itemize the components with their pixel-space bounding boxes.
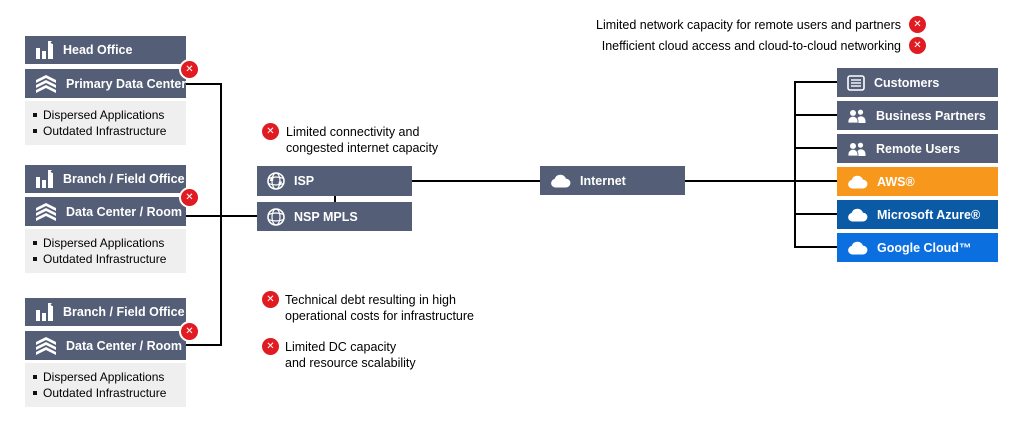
alert-x-icon: ✕	[179, 59, 200, 80]
office-building-icon	[36, 41, 53, 59]
square-bullet-icon	[33, 129, 37, 133]
connector-internet-to-aws	[685, 180, 837, 182]
node-data-center-room-2: Data Center / Room	[25, 331, 186, 360]
node-label: Head Office	[63, 43, 133, 57]
node-branch-office-1: Branch / Field Office	[25, 165, 186, 193]
connector-isp-to-internet	[412, 180, 540, 182]
list-item: Dispersed Applications	[33, 107, 182, 123]
cloud-icon	[848, 208, 868, 221]
cloud-icon	[848, 175, 868, 188]
alert-x-icon: ✕	[262, 291, 279, 308]
list-item: Outdated Infrastructure	[33, 123, 182, 139]
list-item: Outdated Infrastructure	[33, 385, 182, 401]
node-label: Microsoft Azure®	[877, 207, 981, 222]
node-microsoft-azure: Microsoft Azure®	[837, 200, 998, 229]
alert-x-icon: ✕	[262, 338, 279, 355]
connector-stub-gcp	[794, 246, 837, 248]
square-bullet-icon	[33, 241, 37, 245]
annotation-inefficient-cloud-access: Inefficient cloud access and cloud-to-cl…	[602, 37, 926, 54]
globe-wire-icon	[267, 207, 285, 226]
node-label: Data Center / Room	[66, 338, 182, 353]
annotation-limited-dc-capacity: Limited DC capacity and resource scalabi…	[285, 340, 416, 370]
users-icon	[847, 109, 866, 123]
node-label: Branch / Field Office	[63, 172, 185, 186]
node-label: Business Partners	[876, 108, 986, 123]
node-data-center-room-1: Data Center / Room	[25, 197, 186, 226]
annotation-technical-debt: Technical debt resulting in high operati…	[285, 293, 474, 323]
alert-x-icon: ✕	[909, 16, 926, 33]
list-item: Dispersed Applications	[33, 369, 182, 385]
data-center-stack-icon	[36, 74, 56, 93]
connector-isp-to-nsp	[334, 195, 336, 203]
node-label: ISP	[294, 174, 315, 188]
connector-dc2-to-nsp	[186, 215, 257, 217]
cloud-icon	[848, 241, 868, 254]
users-icon	[847, 142, 866, 156]
node-remote-users: Remote Users	[837, 134, 998, 163]
connector-dc1-to-bus	[186, 83, 222, 85]
node-internet: Internet	[540, 166, 685, 195]
square-bullet-icon	[33, 113, 37, 117]
node-label: Data Center / Room	[66, 204, 182, 219]
connector-right-bus	[794, 82, 796, 248]
connector-stub-partners	[794, 114, 837, 116]
annotation-limited-network-capacity: Limited network capacity for remote user…	[596, 16, 926, 33]
square-bullet-icon	[33, 257, 37, 261]
node-primary-data-center: Primary Data Center	[25, 69, 186, 98]
alert-x-icon: ✕	[179, 187, 200, 208]
node-nsp-mpls: NSP MPLS	[257, 202, 412, 231]
square-bullet-icon	[33, 391, 37, 395]
node-isp: ISP	[257, 166, 412, 196]
list-item: Dispersed Applications	[33, 235, 182, 251]
node-label: NSP MPLS	[294, 209, 358, 224]
server-list-icon	[847, 74, 865, 91]
office-building-icon	[36, 170, 53, 188]
data-center-stack-icon	[36, 202, 56, 221]
cloud-icon	[551, 174, 571, 187]
dc2-issues-list: Dispersed Applications Outdated Infrastr…	[25, 229, 186, 273]
node-label: Google Cloud™	[877, 240, 972, 255]
node-label: Remote Users	[876, 141, 961, 156]
office-building-icon	[36, 303, 53, 321]
alert-x-icon: ✕	[262, 123, 279, 140]
connector-dc3-to-bus	[186, 344, 222, 346]
square-bullet-icon	[33, 375, 37, 379]
annotation-limited-connectivity: Limited connectivity and congested inter…	[286, 125, 439, 155]
alert-x-icon: ✕	[179, 321, 200, 342]
node-label: Customers	[874, 75, 940, 90]
connector-left-bus	[220, 83, 222, 346]
node-google-cloud: Google Cloud™	[837, 233, 998, 262]
node-business-partners: Business Partners	[837, 101, 998, 130]
connector-stub-remote	[794, 147, 837, 149]
node-branch-office-2: Branch / Field Office	[25, 298, 186, 326]
node-customers: Customers	[837, 68, 998, 97]
node-label: AWS®	[877, 174, 915, 189]
node-label: Branch / Field Office	[63, 305, 185, 319]
node-label: Internet	[580, 173, 626, 188]
alert-x-icon: ✕	[909, 37, 926, 54]
dc3-issues-list: Dispersed Applications Outdated Infrastr…	[25, 363, 186, 407]
data-center-stack-icon	[36, 336, 56, 355]
node-label: Primary Data Center	[66, 76, 187, 91]
connector-stub-customers	[794, 81, 837, 83]
list-item: Outdated Infrastructure	[33, 251, 182, 267]
node-head-office: Head Office	[25, 36, 186, 64]
node-aws: AWS®	[837, 167, 998, 196]
connector-stub-azure	[794, 213, 837, 215]
globe-icon	[267, 172, 285, 190]
dc1-issues-list: Dispersed Applications Outdated Infrastr…	[25, 101, 186, 145]
